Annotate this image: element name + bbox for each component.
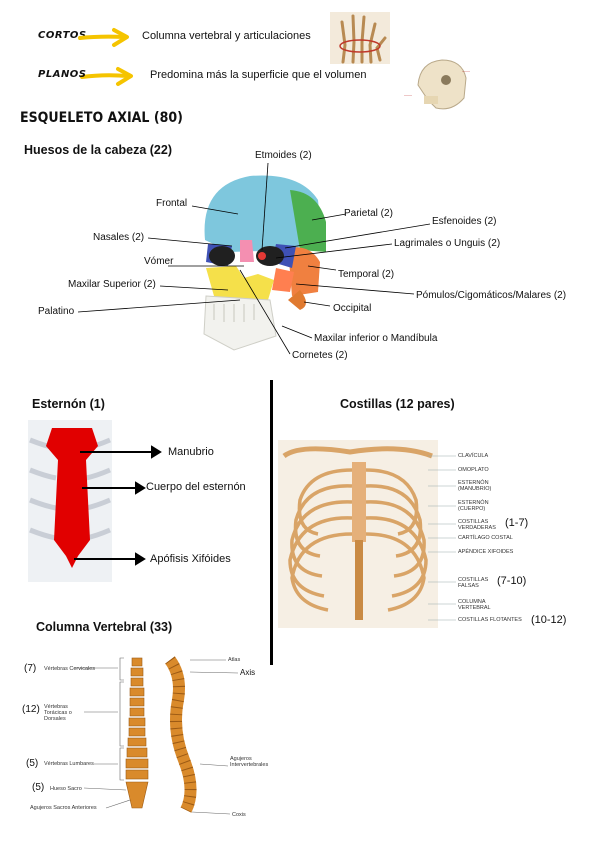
rib-label-cartilago: CARTÍLAGO COSTAL <box>458 535 513 541</box>
rib-count-floating: (10-12) <box>531 614 567 626</box>
spine-coxis: Coxis <box>232 812 246 818</box>
spine-n-thoracic: (12) <box>22 704 40 715</box>
ribs-heading: Costillas (12 pares) <box>340 397 455 411</box>
label-vomer: Vómer <box>144 256 174 267</box>
spine-axis: Axis <box>240 668 256 677</box>
label-parietal: Parietal (2) <box>344 208 393 219</box>
rib-label-clavicula: CLAVÍCULA <box>458 453 489 459</box>
axial-title: ESQUELETO AXIAL (80) <box>20 110 183 126</box>
svg-text:——: —— <box>404 92 412 97</box>
spine-thoracic: Vértebras Torácicas o Dorsales <box>44 704 72 722</box>
label-maxilar-superior: Maxilar Superior (2) <box>68 279 156 290</box>
spine-n-cervical: (7) <box>24 663 37 674</box>
rib-label-falsas: COSTILLAS FALSAS <box>458 577 489 589</box>
label-etmoides: Etmoides (2) <box>255 150 312 161</box>
vertical-divider <box>270 380 273 665</box>
rib-label-flotantes: COSTILLAS FLOTANTES <box>458 617 522 623</box>
label-cuerpo: Cuerpo del esternón <box>146 481 246 493</box>
svg-text:——: —— <box>462 68 470 73</box>
spine-sacro: Hueso Sacro <box>50 786 82 792</box>
rib-label-manubrio: ESTERNÓN (MANUBRIO) <box>458 480 492 492</box>
label-xifoides: Apófisis Xifóides <box>150 553 231 565</box>
spine-n-sacral: (5) <box>32 782 45 793</box>
label-nasales: Nasales (2) <box>93 232 145 243</box>
rib-label-verdaderas: COSTILLAS VERDADERAS <box>458 519 496 531</box>
rib-count-false: (7-10) <box>497 575 527 587</box>
planos-label: PLANOS <box>38 69 87 80</box>
planos-text: Predomina más la superficie que el volum… <box>150 69 367 81</box>
cortos-text: Columna vertebral y articulaciones <box>142 30 311 42</box>
label-occipital: Occipital <box>333 303 372 314</box>
rib-label-columna: COLUMNA VERTEBRAL <box>458 599 491 611</box>
rib-count-true: (1-7) <box>505 517 529 529</box>
label-temporal: Temporal (2) <box>338 269 395 280</box>
label-manubrio: Manubrio <box>168 446 214 458</box>
spine-lumbar: Vértebras Lumbares <box>44 761 94 767</box>
spine-n-lumbar: (5) <box>26 758 39 769</box>
label-frontal: Frontal <box>156 198 188 209</box>
spine-agujeros-sacros: Agujeros Sacros Anteriores <box>30 805 97 811</box>
label-lagrimales: Lagrimales o Unguis (2) <box>394 238 501 249</box>
cortos-label: CORTOS <box>38 30 87 41</box>
rib-label-cuerpo: ESTERNÓN (CUERPO) <box>458 500 489 512</box>
sternum-heading: Esternón (1) <box>32 397 105 411</box>
label-palatino: Palatino <box>38 306 75 317</box>
label-cornetes: Cornetes (2) <box>292 350 348 361</box>
rib-label-omoplato: OMOPLATO <box>458 467 489 473</box>
spine-atlas: Atlas <box>228 657 241 663</box>
skull-heading: Huesos de la cabeza (22) <box>24 143 172 157</box>
spine-cervical: Vértebras Cervicales <box>44 666 96 672</box>
label-pomulos: Pómulos/Cigomáticos/Malares (2) <box>416 290 567 301</box>
label-esfenoides: Esfenoides (2) <box>432 216 497 227</box>
spine-heading: Columna Vertebral (33) <box>36 620 173 634</box>
spine-agujeros-inter: Agujeros Intervertebrales <box>230 756 269 768</box>
label-maxilar-inferior: Maxilar inferior o Mandíbula <box>314 333 438 344</box>
rib-label-xifoides: APÉNDICE XIFOIDES <box>458 549 514 555</box>
